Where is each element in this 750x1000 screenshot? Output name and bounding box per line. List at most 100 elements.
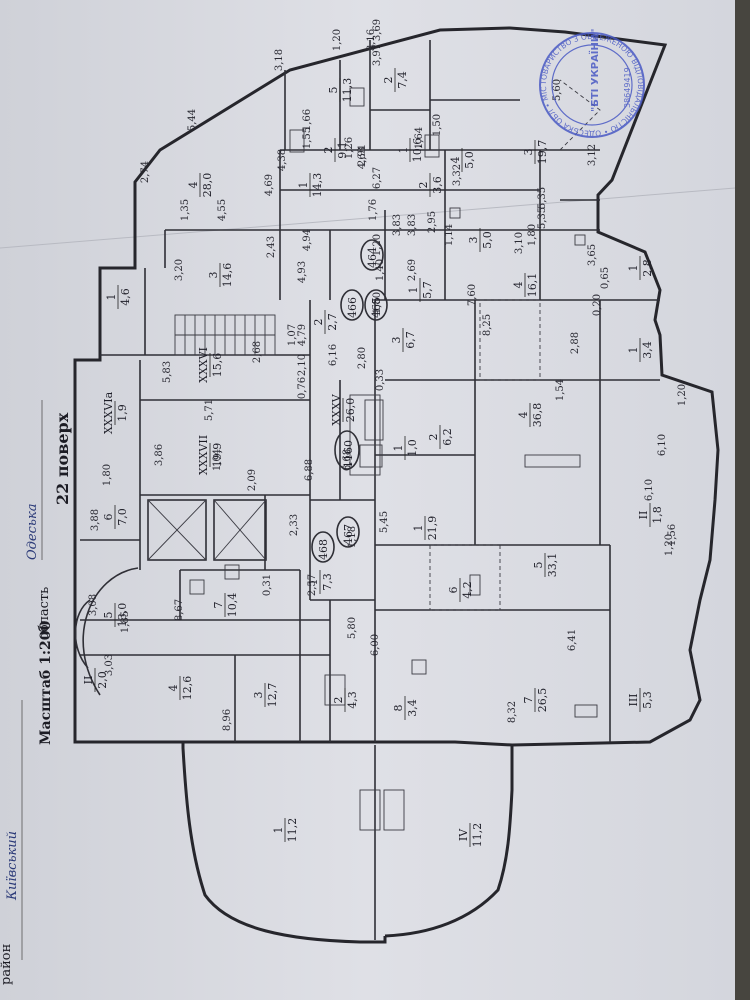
elevator-shaft-1 — [147, 499, 207, 561]
room-number: XXXVI — [197, 347, 210, 383]
room-number: III — [627, 693, 640, 706]
dimension-label: 3,20 — [174, 259, 185, 281]
scale-label: Масштаб 1:200 — [38, 621, 54, 745]
dimension-label: 1,20 — [677, 384, 688, 406]
dimension-label: 0,65 — [600, 267, 611, 289]
room-area: 10,4 — [226, 593, 239, 618]
bathtub-icon — [289, 129, 305, 153]
dimension-label: 1,20 — [332, 29, 343, 51]
room-number: 1 — [307, 579, 320, 586]
dimension-label: 1,55 — [302, 127, 313, 149]
dimension-label: 1,66 — [302, 109, 313, 131]
oblast-value-group: Одеська — [25, 504, 40, 560]
room-number: 2 — [312, 319, 325, 326]
dimension-label: 1,50 — [432, 114, 443, 136]
room-number: 3 — [467, 237, 480, 244]
room-area: 7,0 — [116, 508, 129, 526]
dimension-label: 1,64 — [414, 127, 425, 149]
room-number: 2 — [322, 147, 335, 154]
dimension-label: 5,71 — [204, 399, 215, 421]
dimension-label: 3,16 — [366, 29, 377, 51]
room-area: 26,5 — [536, 688, 549, 713]
dimension-label: 1,07 — [287, 324, 298, 346]
room-area: 2,0 — [96, 671, 109, 689]
stamp-code-text: 38649419 — [623, 67, 632, 108]
dimension-label: 1,76 — [368, 199, 379, 221]
room-number: 2 — [382, 77, 395, 84]
dimension-label: 1,20 — [664, 534, 675, 556]
room-area: 3,4 — [641, 341, 654, 359]
floor-label: 22 поверх — [53, 412, 72, 505]
dimension-label: 1,14 — [444, 224, 455, 246]
dimension-label: 3,12 — [587, 144, 598, 166]
dimension-label: 3,10 — [514, 232, 525, 254]
dimension-label: 6,41 — [567, 629, 578, 651]
dimension-label: 3,88 — [90, 509, 101, 531]
room-area: 7,4 — [396, 71, 409, 89]
rayon-label-group: район — [0, 944, 14, 985]
room-number: 2 — [417, 182, 430, 189]
room-area: 14,6 — [221, 263, 234, 288]
dimension-label: 2,09 — [247, 469, 258, 491]
room-area: 16,1 — [526, 273, 539, 298]
room-area: 21,9 — [426, 516, 439, 541]
interior-walls — [80, 40, 660, 940]
room-number: 6 — [447, 587, 460, 594]
room-number: 1 — [297, 182, 310, 189]
dimension-label: 2,74 — [140, 161, 151, 183]
room-area: 36,8 — [531, 403, 544, 428]
room-number: 3 — [522, 149, 535, 156]
stair-core — [147, 314, 381, 561]
room-number: 1 — [412, 525, 425, 532]
room-number: IV — [457, 828, 470, 841]
room-area: 5,0 — [481, 231, 494, 249]
stove-icon — [574, 704, 598, 718]
dimension-label: 5,60 — [552, 79, 563, 101]
dimension-label: 1,40 — [375, 259, 386, 281]
room-area: 3,6 — [431, 176, 444, 194]
room-area: 15,6 — [211, 353, 224, 378]
dimension-label: 6,10 — [644, 479, 655, 501]
dimension-label: 1,35 — [180, 199, 191, 221]
elevator-shaft-2 — [213, 499, 267, 561]
room-number: 3 — [252, 692, 265, 699]
dimension-label: 5,35 — [537, 187, 548, 209]
apartment-marker-467: 467 — [342, 524, 355, 545]
dimension-label: 4,69 — [264, 174, 275, 196]
room-area: 11,2 — [286, 818, 299, 843]
dimension-label: 3,18 — [274, 49, 285, 71]
dimension-label: 1,56 — [667, 524, 678, 546]
room-area: 4,3 — [346, 691, 359, 709]
dimension-label: 8,25 — [482, 314, 493, 336]
room-area: 6,7 — [404, 331, 417, 349]
floor-group: 22 поверх — [53, 412, 72, 505]
room-number: 1 — [627, 347, 640, 354]
sink-icon — [224, 564, 240, 580]
sink-icon — [383, 789, 405, 831]
apartment-marker-468: 468 — [317, 539, 330, 560]
room-area: 1,9 — [116, 404, 129, 422]
room-number: II — [637, 511, 650, 520]
dimension-label: 6,27 — [372, 167, 383, 189]
